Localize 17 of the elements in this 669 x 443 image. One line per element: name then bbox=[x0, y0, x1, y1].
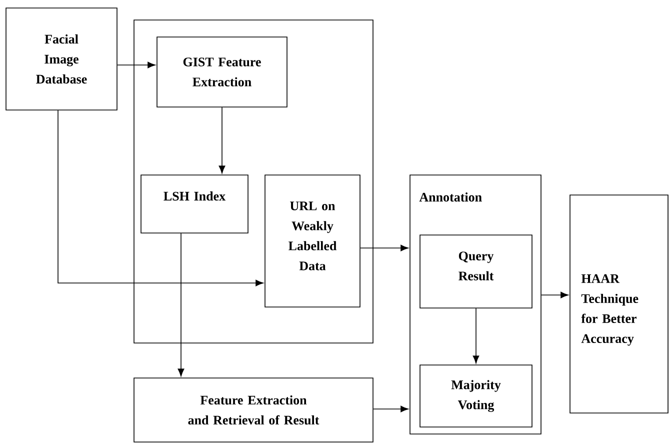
container-box bbox=[134, 20, 374, 344]
process-box: HAAR Technique for Better Accuracy bbox=[570, 194, 668, 414]
process-box: Facial Image Database bbox=[6, 8, 118, 110]
arrow bbox=[218, 107, 226, 174]
process-box: GIST Feature Extraction bbox=[156, 36, 288, 108]
arrow bbox=[117, 62, 156, 68]
arrow bbox=[541, 292, 568, 298]
arrow bbox=[178, 233, 184, 376]
arrow bbox=[373, 406, 408, 412]
arrow bbox=[58, 110, 264, 286]
process-box: URL on Weakly Labelled Data bbox=[264, 174, 360, 308]
process-box: Query Result bbox=[420, 234, 532, 308]
arrow bbox=[472, 308, 480, 364]
process-box: LSH Index bbox=[140, 174, 248, 234]
process-box: Majority Voting bbox=[420, 364, 532, 428]
process-box: Feature Extraction and Retrieval of Result bbox=[134, 378, 374, 442]
arrow bbox=[360, 244, 408, 252]
